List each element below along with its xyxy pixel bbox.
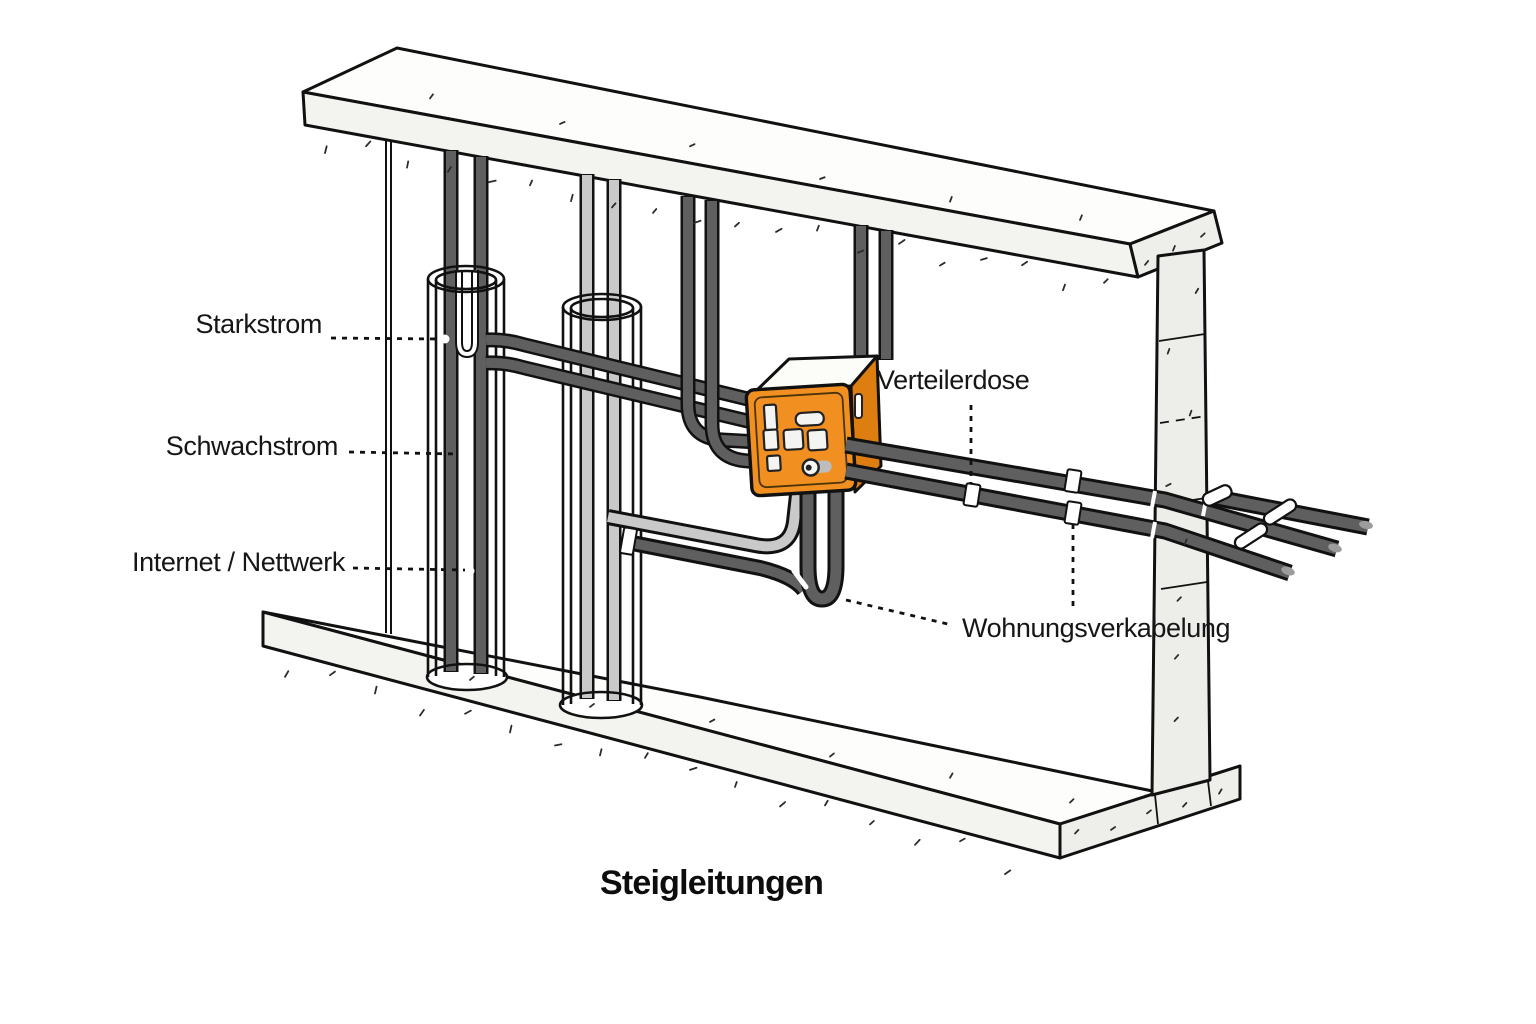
label-verteilerdose: Verteilerdose — [877, 365, 1030, 395]
cable-end — [1281, 566, 1295, 576]
conduit-left — [425, 264, 509, 692]
box-knob-dot — [805, 464, 812, 471]
concrete-speckles — [284, 93, 1223, 876]
leader-dot — [440, 334, 450, 344]
wall-corner-edge — [385, 141, 392, 634]
box-side-slot — [854, 393, 863, 419]
cable-sleeves — [1201, 484, 1298, 550]
thin-loop-wire — [455, 270, 479, 359]
distribution-box — [744, 354, 883, 498]
apartment-cable-loop — [791, 492, 845, 608]
floor-slab — [261, 610, 1242, 860]
box-port — [794, 410, 825, 428]
label-internet-netzwerk: Internet / Nettwerk — [132, 547, 345, 577]
box-port — [762, 428, 780, 452]
leader-dot — [458, 450, 468, 460]
figure-title: Steigleitungen — [600, 864, 824, 902]
wall-column — [1150, 248, 1212, 825]
cable-clips — [962, 468, 1083, 526]
box-socket — [782, 427, 805, 451]
box-port — [765, 454, 782, 473]
cable-internet-run — [606, 494, 805, 555]
cable-end — [1328, 543, 1342, 553]
box-socket — [806, 428, 829, 452]
horizontal-riser-cables — [844, 436, 1373, 582]
label-schwachstrom: Schwachstrom — [165, 431, 339, 461]
cable-internet-riser — [579, 174, 622, 701]
label-starkstrom: Starkstrom — [195, 309, 322, 339]
ceiling-drop-cables — [680, 196, 894, 470]
box-port — [762, 403, 779, 432]
label-wohnungsverkabelung: Wohnungsverkabelung — [962, 613, 1231, 643]
ceiling-slab — [301, 46, 1224, 279]
cable-dark-run — [620, 533, 811, 596]
cable-clip — [619, 526, 638, 556]
cable-end — [1359, 520, 1373, 530]
box-front-inner-border — [753, 391, 849, 489]
leader-dot — [465, 566, 475, 576]
branch-cables-to-box — [485, 332, 762, 432]
leader-lines — [330, 334, 1075, 627]
